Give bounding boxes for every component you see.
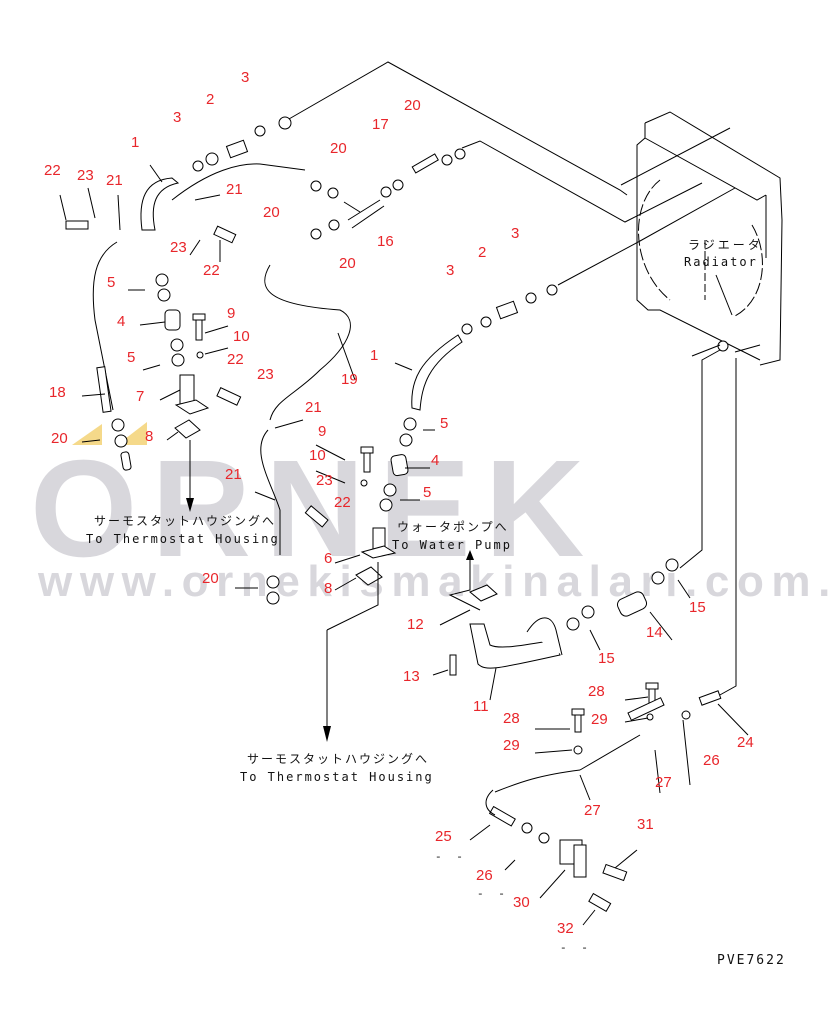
- callout-number[interactable]: 32: [557, 920, 574, 937]
- callout-number[interactable]: 27: [655, 774, 672, 791]
- radiator-label-jp: ラジエータ: [688, 238, 763, 252]
- radiator-label-en: Radiator: [684, 255, 758, 269]
- callout-number[interactable]: 23: [77, 167, 94, 184]
- callout-number[interactable]: 28: [503, 710, 520, 727]
- callout-number[interactable]: 18: [49, 384, 66, 401]
- callout-number[interactable]: 21: [106, 172, 123, 189]
- callout-number[interactable]: 28: [588, 683, 605, 700]
- thermostat-note-lower-en: To Thermostat Housing: [240, 770, 434, 784]
- radiator-drain-pipe: [717, 358, 737, 697]
- callout-number[interactable]: 29: [591, 711, 608, 728]
- watermark-url: www.ornekismakinalari.com.tr: [38, 557, 832, 606]
- callout-number[interactable]: 21: [225, 466, 242, 483]
- callout-number[interactable]: 15: [689, 599, 706, 616]
- clamp-icons: [111, 116, 691, 844]
- callout-number[interactable]: 22: [227, 351, 244, 368]
- radiator-inlet-pipe-2: [557, 187, 736, 286]
- thermostat-note-upper-jp: サーモスタットハウジングへ: [94, 514, 277, 528]
- callout-number[interactable]: 17: [372, 116, 389, 133]
- callout-number[interactable]: 3: [173, 109, 182, 126]
- callout-number[interactable]: 4: [431, 452, 440, 469]
- dash-mark: - -: [435, 852, 467, 864]
- callout-number[interactable]: 6: [324, 550, 333, 567]
- thermostat-note-lower-jp: サーモスタットハウジングへ: [247, 752, 430, 766]
- callout-number[interactable]: 30: [513, 894, 530, 911]
- radiator-icon: [636, 111, 783, 366]
- callout-number[interactable]: 22: [334, 494, 351, 511]
- callout-number[interactable]: 13: [403, 668, 420, 685]
- callout-number[interactable]: 5: [127, 349, 136, 366]
- hose-1-left: [140, 177, 180, 231]
- short-hose-icons: [120, 139, 648, 617]
- callout-number[interactable]: 23: [170, 239, 187, 256]
- callout-number[interactable]: 9: [318, 423, 327, 440]
- callout-number[interactable]: 20: [202, 570, 219, 587]
- radiator-outlet-pipe: [679, 349, 721, 569]
- callout-number[interactable]: 15: [598, 650, 615, 667]
- callout-number[interactable]: 27: [584, 802, 601, 819]
- callout-number[interactable]: 23: [257, 366, 274, 383]
- callout-number[interactable]: 21: [305, 399, 322, 416]
- callout-number[interactable]: 31: [637, 816, 654, 833]
- callout-number[interactable]: 16: [377, 233, 394, 250]
- bypass-tube-18: [92, 241, 118, 411]
- callout-number[interactable]: 14: [646, 624, 663, 641]
- callout-number[interactable]: 20: [339, 255, 356, 272]
- callout-number[interactable]: 11: [473, 698, 489, 715]
- callout-number[interactable]: 5: [107, 274, 116, 291]
- callout-number[interactable]: 20: [263, 204, 280, 221]
- hose-1-right: [411, 334, 463, 411]
- hose-19: [171, 163, 306, 201]
- callout-number[interactable]: 26: [703, 752, 720, 769]
- callout-number[interactable]: 19: [341, 371, 358, 388]
- callout-number[interactable]: 1: [131, 134, 140, 151]
- callout-number[interactable]: 8: [145, 428, 154, 445]
- callout-number[interactable]: 23: [316, 472, 333, 489]
- callout-number[interactable]: 25: [435, 828, 452, 845]
- callout-number[interactable]: 22: [203, 262, 220, 279]
- callout-number[interactable]: 2: [478, 244, 487, 261]
- callout-number[interactable]: 12: [407, 616, 424, 633]
- callout-number[interactable]: 3: [241, 69, 250, 86]
- callout-number[interactable]: 10: [309, 447, 326, 464]
- callout-number[interactable]: 2: [206, 91, 215, 108]
- callout-number[interactable]: 5: [440, 415, 449, 432]
- upper-pipe: [281, 61, 628, 196]
- callout-number[interactable]: 26: [476, 867, 493, 884]
- callout-number[interactable]: 20: [330, 140, 347, 157]
- callout-number[interactable]: 1: [370, 347, 379, 364]
- bolt-icons: [65, 220, 659, 913]
- callout-number[interactable]: 7: [136, 388, 145, 405]
- callout-number[interactable]: 21: [226, 181, 243, 198]
- callout-number[interactable]: 9: [227, 305, 236, 322]
- callout-number[interactable]: 29: [503, 737, 520, 754]
- radiator-inlet-pipe: [461, 140, 703, 223]
- leader-lines: [59, 164, 749, 926]
- callout-number[interactable]: 3: [511, 225, 520, 242]
- thermostat-note-upper-en: To Thermostat Housing: [86, 532, 280, 546]
- callout-number[interactable]: 10: [233, 328, 250, 345]
- water-pump-note-en: To Water Pump: [392, 538, 512, 552]
- callout-number[interactable]: 8: [324, 580, 333, 597]
- callout-number[interactable]: 20: [51, 430, 68, 447]
- drawing-code: PVE7622: [717, 953, 786, 968]
- dash-mark: - -: [477, 889, 509, 901]
- callout-number[interactable]: 4: [117, 313, 126, 330]
- callout-number[interactable]: 24: [737, 734, 754, 751]
- callout-number[interactable]: 20: [404, 97, 421, 114]
- dash-mark: - -: [560, 943, 592, 955]
- callout-number[interactable]: 5: [423, 484, 432, 501]
- callout-number[interactable]: 3: [446, 262, 455, 279]
- flange-pipe-icons: [174, 374, 498, 602]
- water-pump-note-jp: ウォータポンプへ: [397, 520, 509, 534]
- callout-number[interactable]: 22: [44, 162, 61, 179]
